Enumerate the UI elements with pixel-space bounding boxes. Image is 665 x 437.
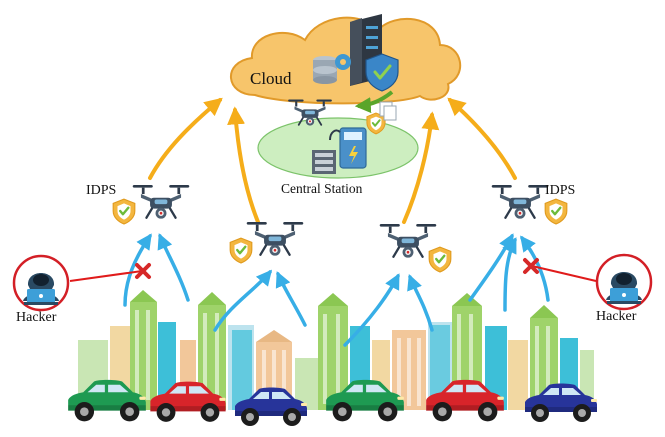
idps-label-left: IDPS — [86, 183, 116, 198]
drone-icon — [378, 222, 438, 259]
drone-icon — [131, 183, 191, 220]
drone-center-right — [378, 222, 453, 274]
cloud-to-station-arrow — [354, 90, 394, 114]
hacker-icon — [12, 254, 70, 312]
cloud-label: Cloud — [250, 69, 292, 88]
document-icon — [379, 101, 397, 121]
vehicle-arrow — [502, 237, 517, 312]
drone-icon — [245, 220, 305, 257]
shield-check-icon — [111, 197, 137, 226]
hacker-left: Hacker — [12, 254, 151, 325]
gear-icon — [335, 54, 351, 70]
uplink-arrow — [148, 97, 223, 180]
shield-check-icon — [365, 53, 399, 92]
vehicle-arrow — [520, 235, 550, 302]
shield-check-icon — [543, 197, 569, 226]
central-station: Central Station — [257, 90, 419, 196]
attack-line — [69, 270, 143, 282]
hacker-icon — [595, 253, 653, 311]
charging-station-icon — [329, 127, 367, 169]
shield-check-icon — [427, 245, 453, 274]
uplink-arrow — [227, 106, 260, 224]
blocked-x-icon — [135, 263, 151, 279]
drone-icon — [490, 183, 550, 220]
vehicle-uplink-arrows — [123, 233, 550, 347]
drone-right-idps: IDPS — [490, 183, 575, 226]
attack-line — [531, 265, 597, 282]
cloud: Cloud — [230, 14, 462, 105]
drone-center-left — [228, 220, 305, 265]
central-station-label: Central Station — [281, 181, 363, 196]
hacker-label-left: Hacker — [16, 310, 57, 325]
database-icon — [313, 56, 337, 84]
uplink-arrow — [402, 111, 440, 224]
city-buildings — [78, 290, 594, 410]
shield-check-icon — [228, 236, 254, 265]
server-rack-icon — [312, 150, 336, 174]
uplink-arrows — [148, 97, 517, 224]
vehicle-arrow — [123, 233, 152, 307]
drone-left-idps: IDPS — [86, 183, 191, 226]
vehicle-arrow — [275, 271, 307, 327]
vehicle-arrow — [213, 269, 273, 332]
hacker-label-right: Hacker — [596, 309, 637, 324]
vehicle-arrow — [407, 274, 434, 332]
hacker-right: Hacker — [523, 253, 653, 324]
vehicle-arrow — [157, 233, 190, 302]
uplink-arrow — [447, 97, 517, 180]
idps-label-right: IDPS — [545, 183, 575, 198]
vehicle-arrow — [343, 273, 400, 347]
blocked-x-icon — [523, 258, 539, 274]
